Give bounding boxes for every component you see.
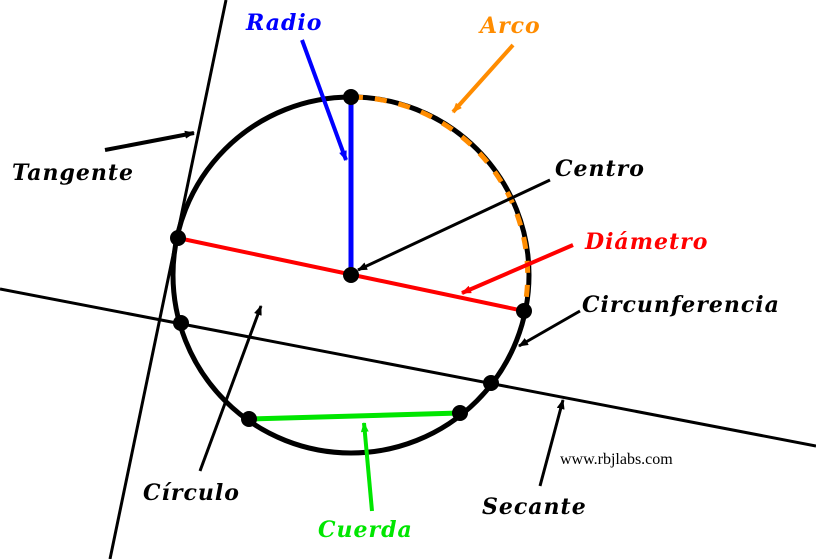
cuerda-arrow	[360, 422, 374, 512]
tangent-line	[108, 0, 228, 559]
chord-line	[248, 410, 461, 422]
label-centro: Centro	[555, 156, 645, 182]
label-circulo: Círculo	[143, 480, 240, 506]
point-tangent	[170, 230, 186, 246]
point-center	[343, 267, 359, 283]
point-top	[343, 89, 359, 105]
label-arco: Arco	[478, 13, 541, 39]
label-tangente: Tangente	[12, 160, 134, 186]
centro-arrow	[357, 178, 551, 272]
point-chord-left	[241, 411, 257, 427]
label-circunferencia: Circunferencia	[582, 292, 780, 318]
arco-arrow	[451, 43, 515, 114]
label-cuerda: Cuerda	[318, 517, 413, 543]
secante-arrow	[538, 399, 565, 487]
circunferencia-arrow	[518, 309, 581, 348]
point-secant-right	[483, 375, 499, 391]
point-diameter-end	[516, 303, 532, 319]
label-secante: Secante	[482, 494, 587, 520]
label-radio: Radio	[245, 10, 322, 36]
radio-arrow	[300, 39, 348, 161]
tangente-arrow	[104, 130, 195, 152]
point-chord-right	[452, 405, 468, 421]
diametro-arrow	[461, 243, 574, 295]
point-secant-left	[173, 315, 189, 331]
label-diametro: Diámetro	[584, 229, 708, 255]
secant-line	[0, 287, 816, 448]
circulo-arrow	[198, 305, 263, 472]
site-credit: www.rbjlabs.com	[560, 451, 673, 468]
